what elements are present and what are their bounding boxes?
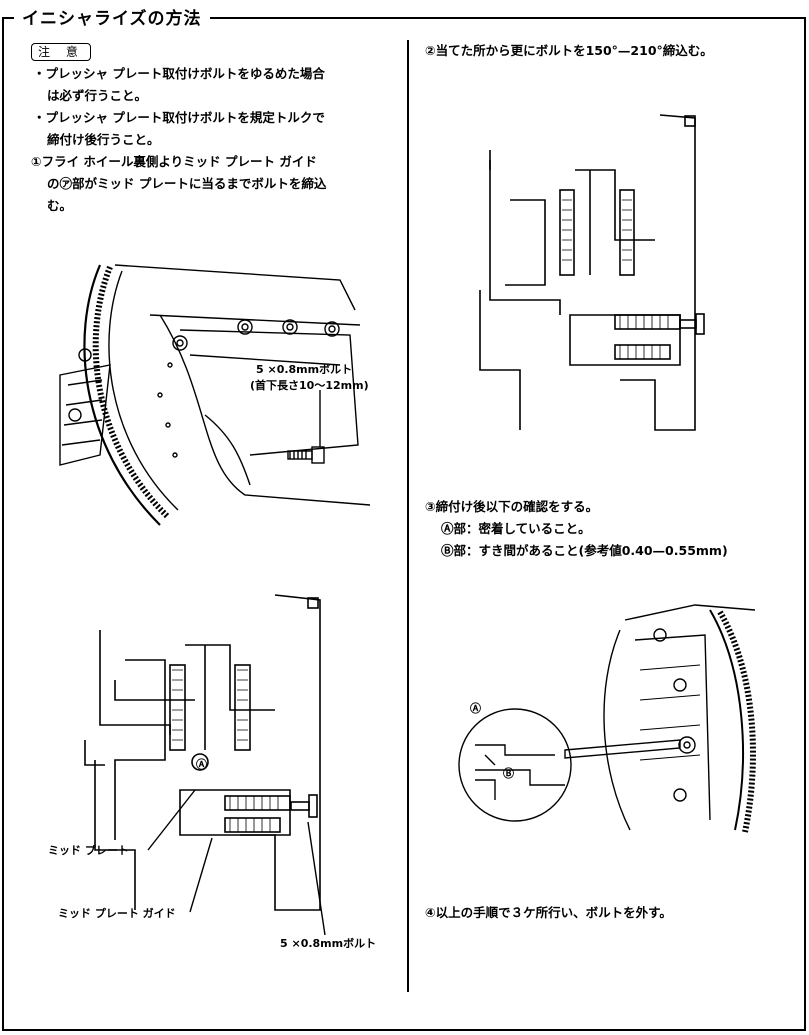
- caution-label: 注 意: [31, 43, 91, 61]
- step2-text: ②当てた所から更にボルトを150°—210°締込む。: [425, 43, 713, 58]
- caution-bullet-1: ・プレッシャ プレート取付けボルトをゆるめた場合: [33, 66, 325, 81]
- figure1-bolt-label: 5 ×0.8mmボルト: [256, 363, 353, 376]
- step1-line-3: む。: [47, 198, 73, 213]
- step1-line-2: の㋐部がミッド プレートに当るまでボルトを締込: [47, 176, 327, 191]
- frame-bottom-border: [2, 1029, 806, 1031]
- flywheel-bolt-illustration: [59, 264, 371, 526]
- figure4-marker-b: Ⓑ: [503, 767, 514, 780]
- step3-text: ③締付け後以下の確認をする。: [425, 499, 599, 514]
- step3-check-a: Ⓐ部：密着していること。: [441, 521, 591, 536]
- step4-text: ④以上の手順で３ケ所行い、ボルトを外す。: [425, 905, 672, 920]
- detail-inspection-illustration: [458, 604, 756, 833]
- figure4-marker-a: Ⓐ: [470, 702, 481, 715]
- clutch-cross-section-right: [479, 114, 705, 431]
- column-divider: [407, 40, 409, 992]
- figure2-marker-a: Ⓐ: [196, 758, 207, 771]
- step3-check-b: Ⓑ部：すき間があること(参考値0.40—0.55mm): [441, 543, 728, 558]
- caution-bullet-1-cont: は必ず行うこと。: [47, 88, 148, 103]
- clutch-cross-section-left: [84, 594, 321, 911]
- caution-bullet-2-cont: 締付け後行うこと。: [47, 132, 160, 147]
- caution-bullet-2: ・プレッシャ プレート取付けボルトを規定トルクで: [33, 110, 325, 125]
- mid-plate-label: ミッド プレート: [48, 844, 129, 857]
- frame-left-border: [2, 17, 4, 1030]
- frame-right-border: [804, 17, 806, 1030]
- frame-top-border: [2, 17, 806, 19]
- figure2-bolt-label: 5 ×0.8mmボルト: [280, 937, 377, 950]
- figure1-bolt-length: (首下長さ10〜12mm): [250, 379, 369, 392]
- step1-line-1: ①フライ ホイール裏側よりミッド プレート ガイド: [31, 154, 317, 169]
- mid-plate-guide-label: ミッド プレート ガイド: [58, 907, 176, 920]
- page-title: イニシャライズの方法: [14, 4, 210, 29]
